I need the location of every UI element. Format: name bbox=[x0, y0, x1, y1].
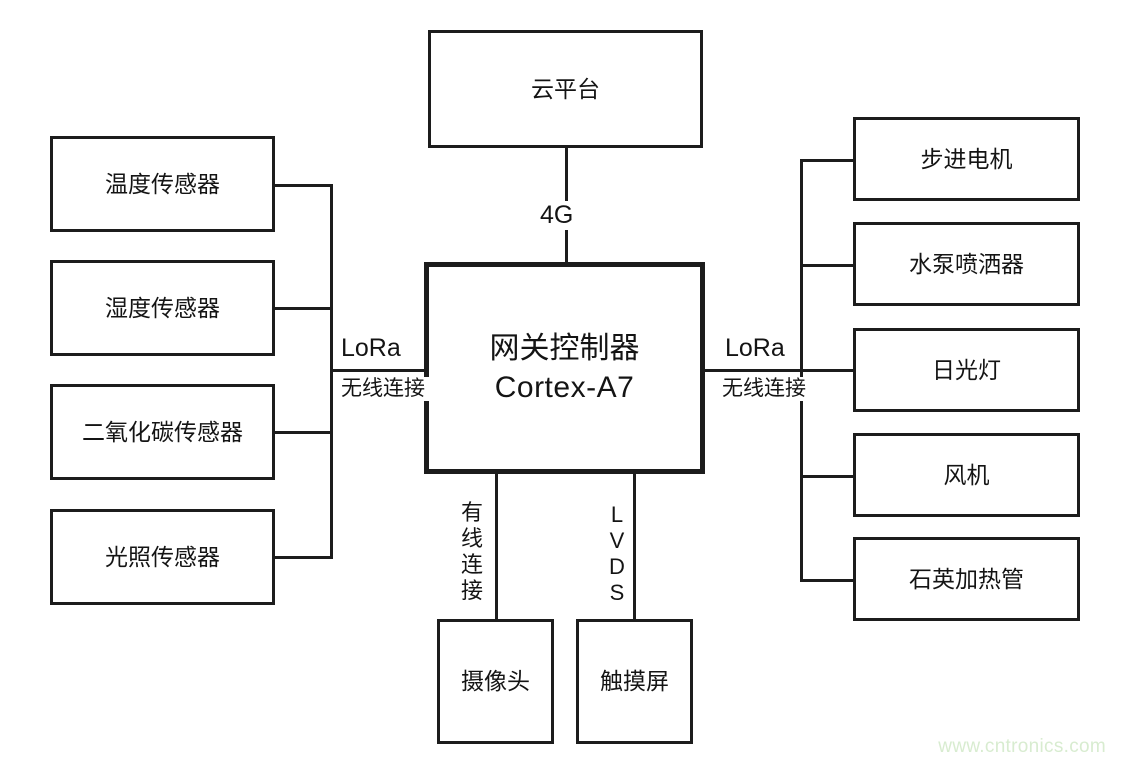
node-actuator-fluorescent-lamp-label: 日光灯 bbox=[932, 356, 1001, 383]
edge-label-wireless-left-text: 无线连接 bbox=[341, 377, 425, 400]
edge-label-lvds-char-1: L bbox=[610, 502, 624, 527]
node-cloud-platform-label: 云平台 bbox=[531, 75, 600, 102]
node-actuator-fan-label: 风机 bbox=[943, 461, 990, 488]
node-cloud-platform[interactable]: 云平台 bbox=[428, 30, 703, 148]
wire-sensor-3-stub bbox=[275, 431, 333, 434]
edge-label-lora-left-text: LoRa bbox=[341, 334, 401, 362]
node-touchscreen[interactable]: 触摸屏 bbox=[576, 619, 693, 744]
edge-label-wired-char-1: 有 bbox=[460, 500, 483, 525]
edge-label-lvds-char-2: V bbox=[609, 527, 625, 553]
node-sensor-co2[interactable]: 二氧化碳传感器 bbox=[50, 384, 275, 480]
edge-label-wireless-left: 无线连接 bbox=[337, 377, 429, 402]
wire-gateway-to-actuator-bus bbox=[702, 369, 803, 372]
node-sensor-humidity[interactable]: 湿度传感器 bbox=[50, 260, 275, 356]
edge-label-wired-char-4: 接 bbox=[460, 577, 483, 603]
node-sensor-humidity-label: 湿度传感器 bbox=[105, 294, 220, 321]
node-actuator-stepper-motor-label: 步进电机 bbox=[920, 145, 1013, 172]
node-sensor-light-label: 光照传感器 bbox=[105, 543, 220, 570]
edge-label-wired-connection: 有 线 连 接 bbox=[459, 500, 485, 604]
edge-label-wireless-right: 无线连接 bbox=[718, 377, 810, 402]
node-actuator-water-pump-label: 水泵喷洒器 bbox=[909, 250, 1024, 277]
node-actuator-quartz-heater[interactable]: 石英加热管 bbox=[853, 537, 1080, 621]
wire-sensor-bus-to-gateway bbox=[330, 369, 427, 372]
gateway-title: 网关控制器 bbox=[489, 332, 640, 365]
wire-gateway-to-camera bbox=[495, 470, 498, 620]
wire-actuator-1-stub bbox=[800, 159, 855, 162]
node-actuator-quartz-heater-label: 石英加热管 bbox=[909, 565, 1024, 592]
edge-label-lora-right-text: LoRa bbox=[725, 334, 785, 362]
edge-label-4g-text: 4G bbox=[540, 201, 574, 229]
wire-sensor-2-stub bbox=[275, 307, 333, 310]
edge-label-wired-char-2: 线 bbox=[460, 525, 483, 551]
edge-label-wired-char-3: 连 bbox=[460, 551, 483, 577]
wire-sensor-1-stub bbox=[275, 184, 333, 187]
wire-actuator-2-stub bbox=[800, 264, 855, 267]
node-sensor-co2-label: 二氧化碳传感器 bbox=[82, 418, 243, 445]
edge-label-lvds-char-4: S bbox=[609, 579, 625, 605]
edge-label-wireless-right-text: 无线连接 bbox=[722, 377, 806, 400]
node-actuator-fluorescent-lamp[interactable]: 日光灯 bbox=[853, 328, 1080, 412]
edge-label-lora-left: LoRa bbox=[337, 334, 405, 363]
node-touchscreen-label: 触摸屏 bbox=[600, 668, 669, 695]
wire-actuator-4-stub bbox=[800, 475, 855, 478]
node-actuator-fan[interactable]: 风机 bbox=[853, 433, 1080, 517]
edge-label-lvds-char-3: D bbox=[609, 553, 625, 579]
edge-label-4g: 4G bbox=[533, 201, 581, 230]
node-sensor-temperature-label: 温度传感器 bbox=[105, 170, 220, 197]
node-actuator-stepper-motor[interactable]: 步进电机 bbox=[853, 117, 1080, 201]
gateway-subtitle: Cortex-A7 bbox=[494, 371, 635, 404]
wire-gateway-to-touchscreen bbox=[633, 470, 636, 620]
node-camera-label: 摄像头 bbox=[461, 668, 530, 695]
watermark: www.cntronics.com bbox=[938, 736, 1106, 757]
node-sensor-temperature[interactable]: 温度传感器 bbox=[50, 136, 275, 232]
wire-actuator-3-stub bbox=[800, 369, 855, 372]
edge-label-lora-right: LoRa bbox=[721, 334, 789, 363]
node-actuator-water-pump[interactable]: 水泵喷洒器 bbox=[853, 222, 1080, 306]
node-camera[interactable]: 摄像头 bbox=[437, 619, 554, 744]
wire-sensor-4-stub bbox=[275, 556, 333, 559]
wire-actuator-5-stub bbox=[800, 579, 855, 582]
node-gateway-controller[interactable]: 网关控制器 Cortex-A7 bbox=[424, 262, 705, 474]
edge-label-lvds: L V D S bbox=[604, 502, 630, 606]
node-sensor-light[interactable]: 光照传感器 bbox=[50, 509, 275, 605]
